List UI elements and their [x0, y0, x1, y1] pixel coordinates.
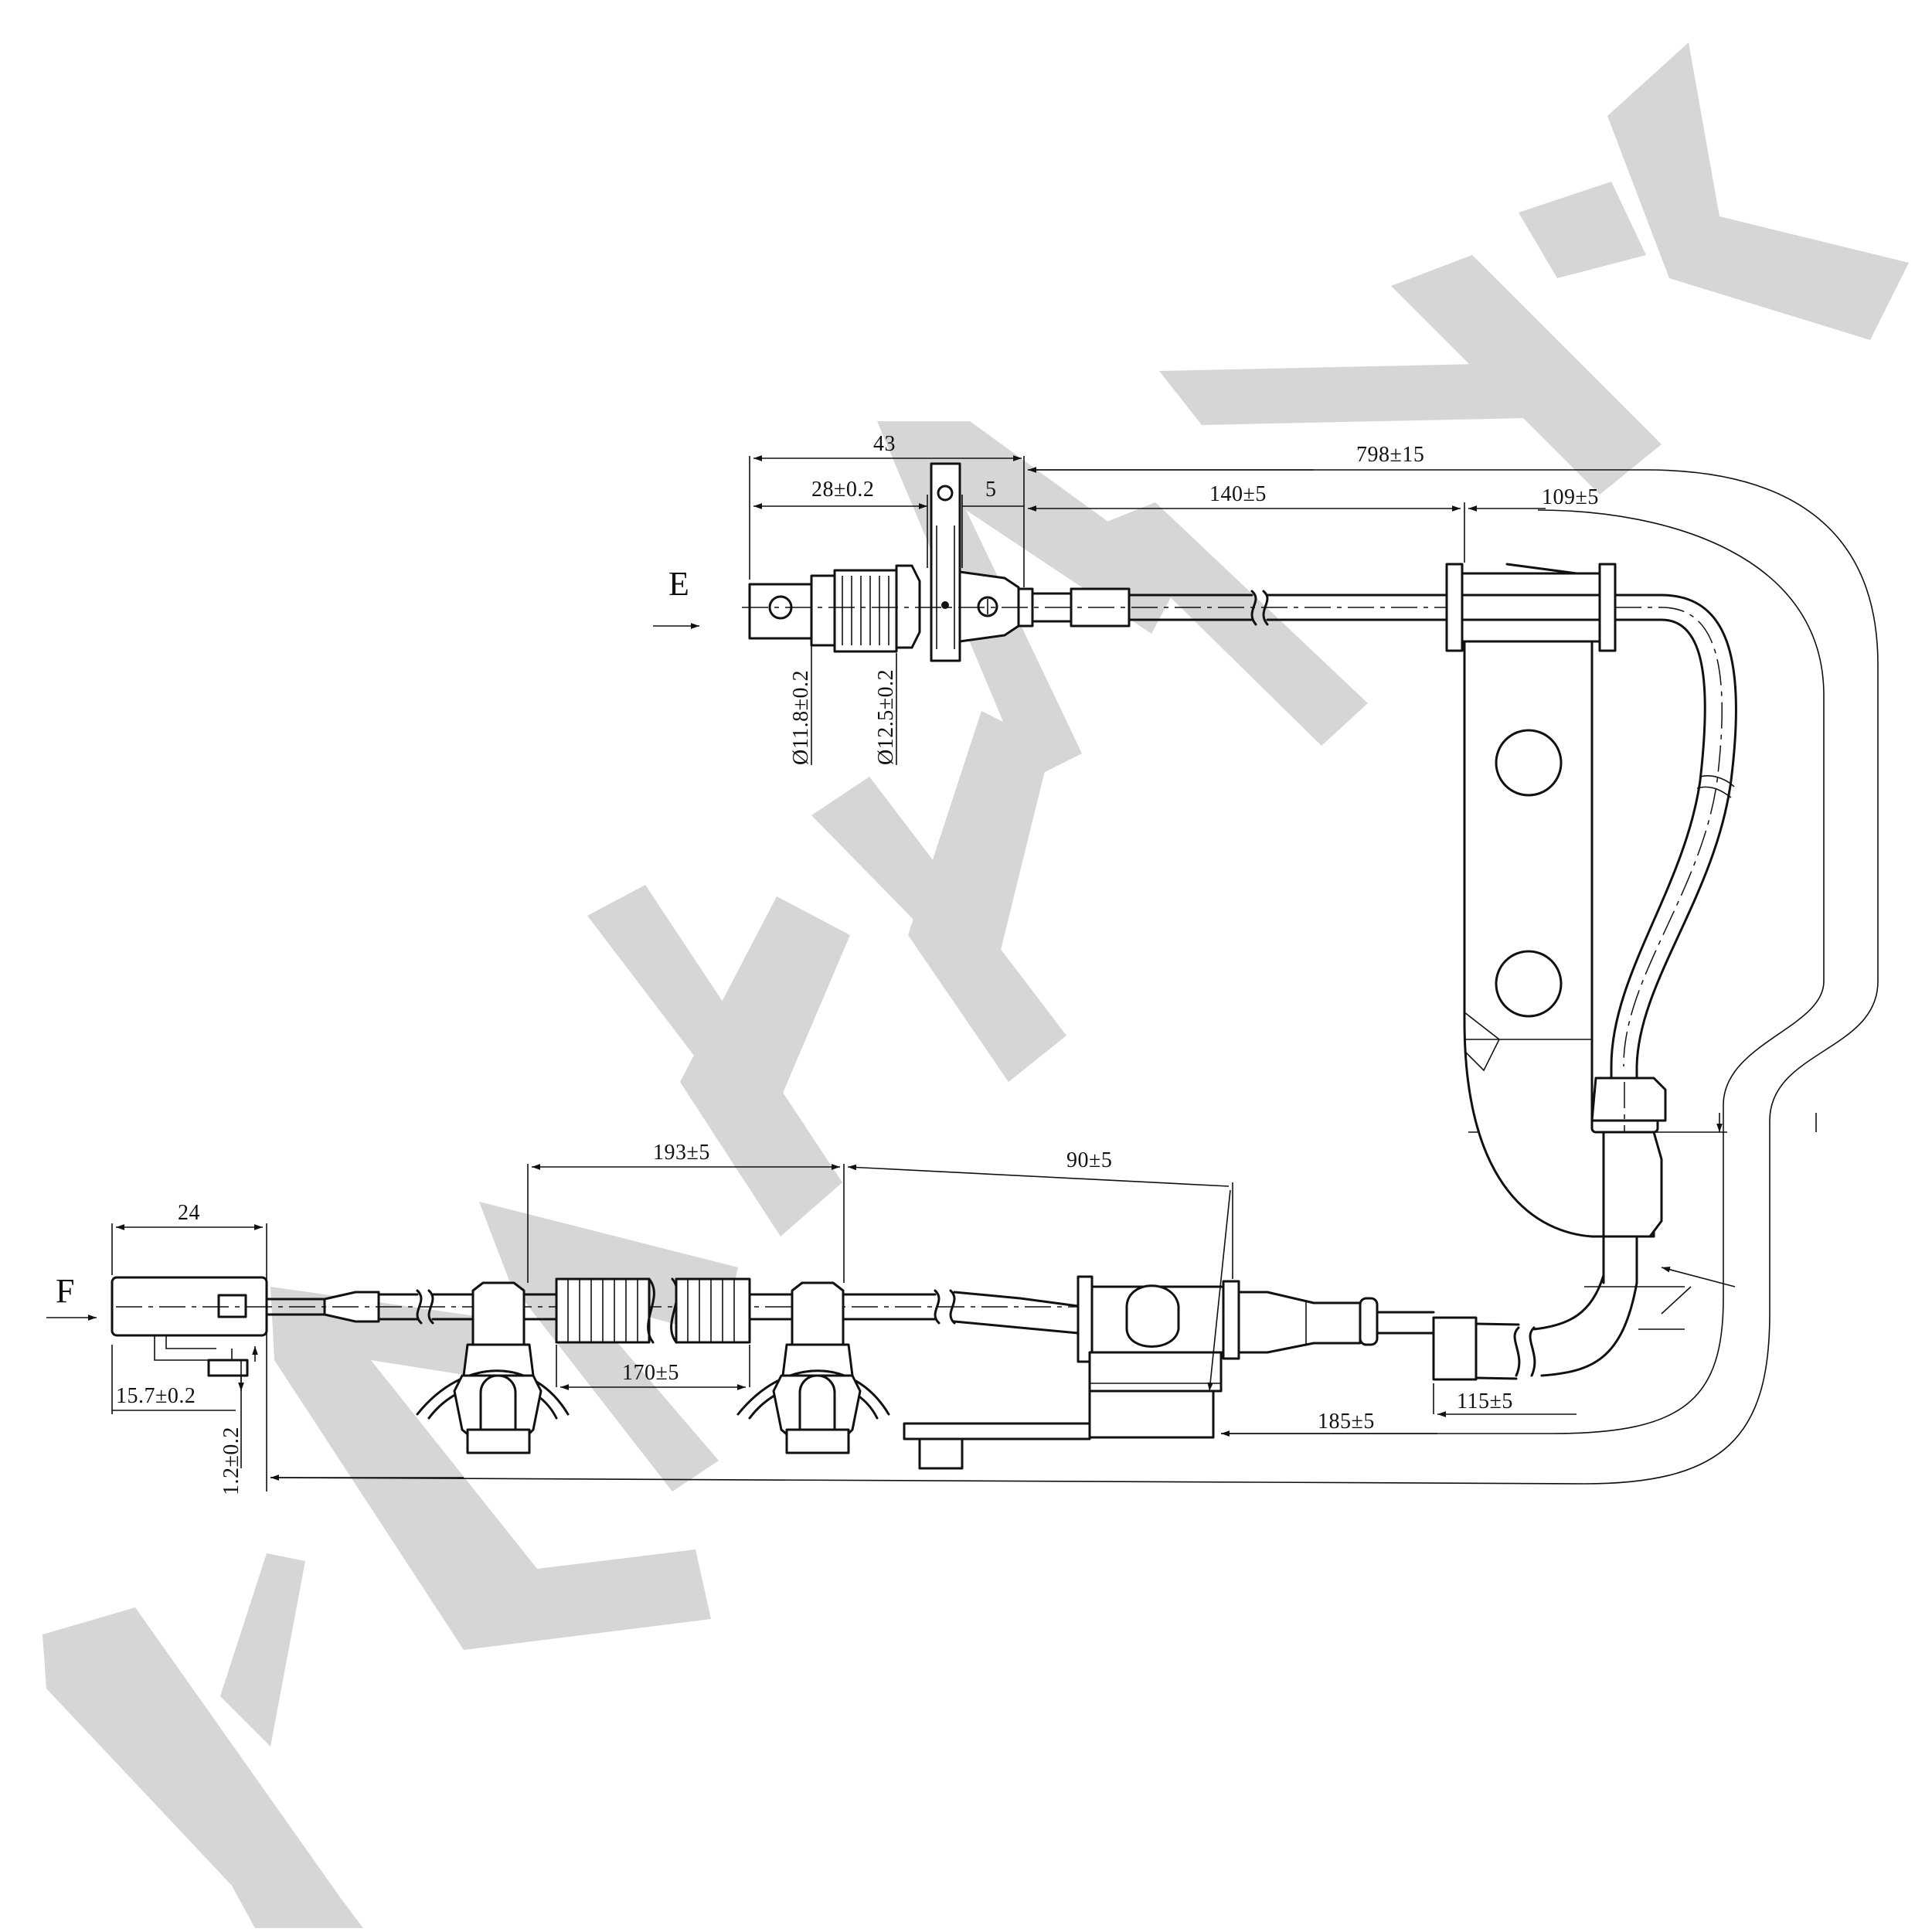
dim-90: 90±5 [1066, 1148, 1112, 1172]
dim-157: 15.7±0.2 [116, 1384, 196, 1408]
dim-170: 170±5 [622, 1361, 679, 1385]
dim-5: 5 [985, 478, 997, 502]
dim-d125: Ø12.5±0.2 [874, 669, 898, 765]
dim-185: 185±5 [1318, 1410, 1375, 1434]
view-label-e: E [668, 565, 689, 603]
dim-28: 28±0.2 [811, 478, 874, 502]
dim-24: 24 [178, 1201, 200, 1225]
dim-140: 140±5 [1209, 482, 1267, 506]
dim-798: 798±15 [1356, 443, 1424, 467]
dim-d118: Ø11.8±0.2 [789, 670, 813, 765]
dim-193: 193±5 [653, 1141, 710, 1165]
sensor-head [742, 462, 1607, 662]
bottom-cable-assembly [111, 1275, 1478, 1470]
dim-43: 43 [873, 432, 896, 456]
dimension-lines [46, 455, 1817, 1492]
dim-115: 115±5 [1457, 1389, 1513, 1413]
dim-12: 1.2±0.2 [219, 1427, 243, 1495]
dimension-labels: E F 43 28±0.2 5 798±15 140±5 109±5 Ø11.8… [56, 432, 1599, 1495]
watermark-logo [43, 43, 1909, 1928]
dim-109: 109±5 [1542, 485, 1599, 509]
mounting-bracket [1445, 563, 1655, 1238]
view-label-f: F [56, 1272, 74, 1310]
